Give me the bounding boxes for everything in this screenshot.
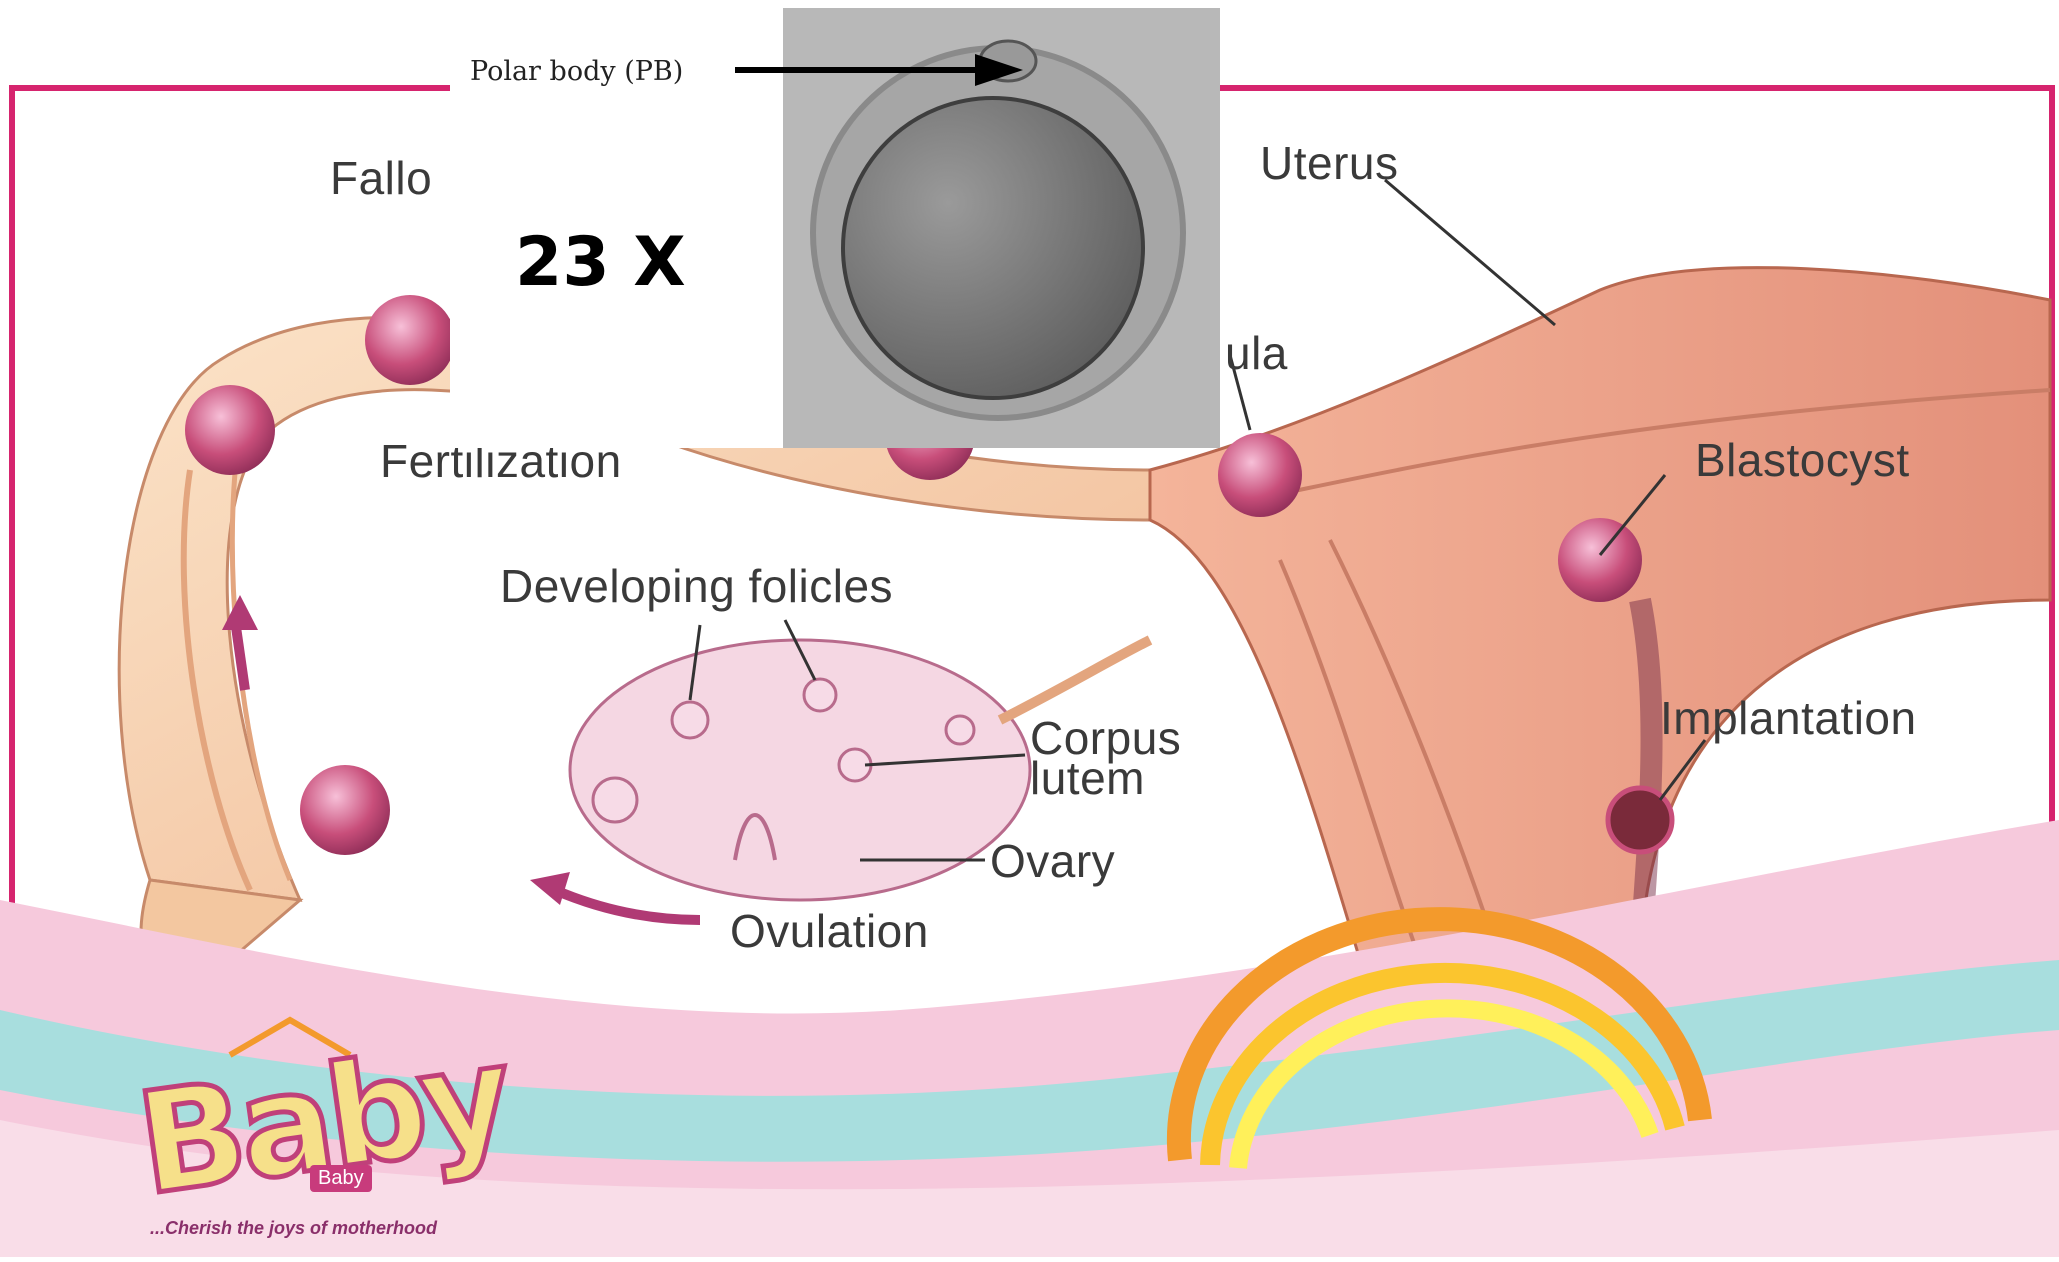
label-uterus: Uterus	[1260, 140, 1398, 186]
logo-badge: Baby	[310, 1165, 372, 1192]
label-morula: ula	[1225, 330, 1288, 376]
follicle	[593, 778, 637, 822]
label-blastocyst: Blastocyst	[1695, 437, 1910, 483]
label-fallopian: Fallo	[330, 155, 432, 201]
label-developing-follicles: Developing folicles	[500, 563, 893, 609]
fertilized-egg	[365, 295, 455, 385]
egg-cell	[300, 765, 390, 855]
logo-tagline: ...Cherish the joys of motherhood	[150, 1218, 437, 1239]
oocyte-cell	[843, 98, 1143, 398]
polar-body-label: Polar body (PB)	[470, 56, 683, 87]
chromosome-count-label: 23 X	[515, 223, 686, 302]
follicle	[804, 679, 836, 711]
morula-cell	[1218, 433, 1302, 517]
label-ovary: Ovary	[990, 838, 1115, 884]
polar-body-arrow-icon	[735, 50, 1025, 90]
egg-micrograph-inset: Polar body (PB) 23 X	[450, 8, 1220, 448]
blastocyst-cell	[1558, 518, 1642, 602]
follicle	[946, 716, 974, 744]
arrow-left-icon	[530, 872, 570, 905]
label-lutem: lutem	[1030, 755, 1145, 801]
follicle	[672, 702, 708, 738]
label-ovulation: Ovulation	[730, 908, 929, 954]
label-implantation: Implantation	[1660, 695, 1917, 741]
zygote	[185, 385, 275, 475]
